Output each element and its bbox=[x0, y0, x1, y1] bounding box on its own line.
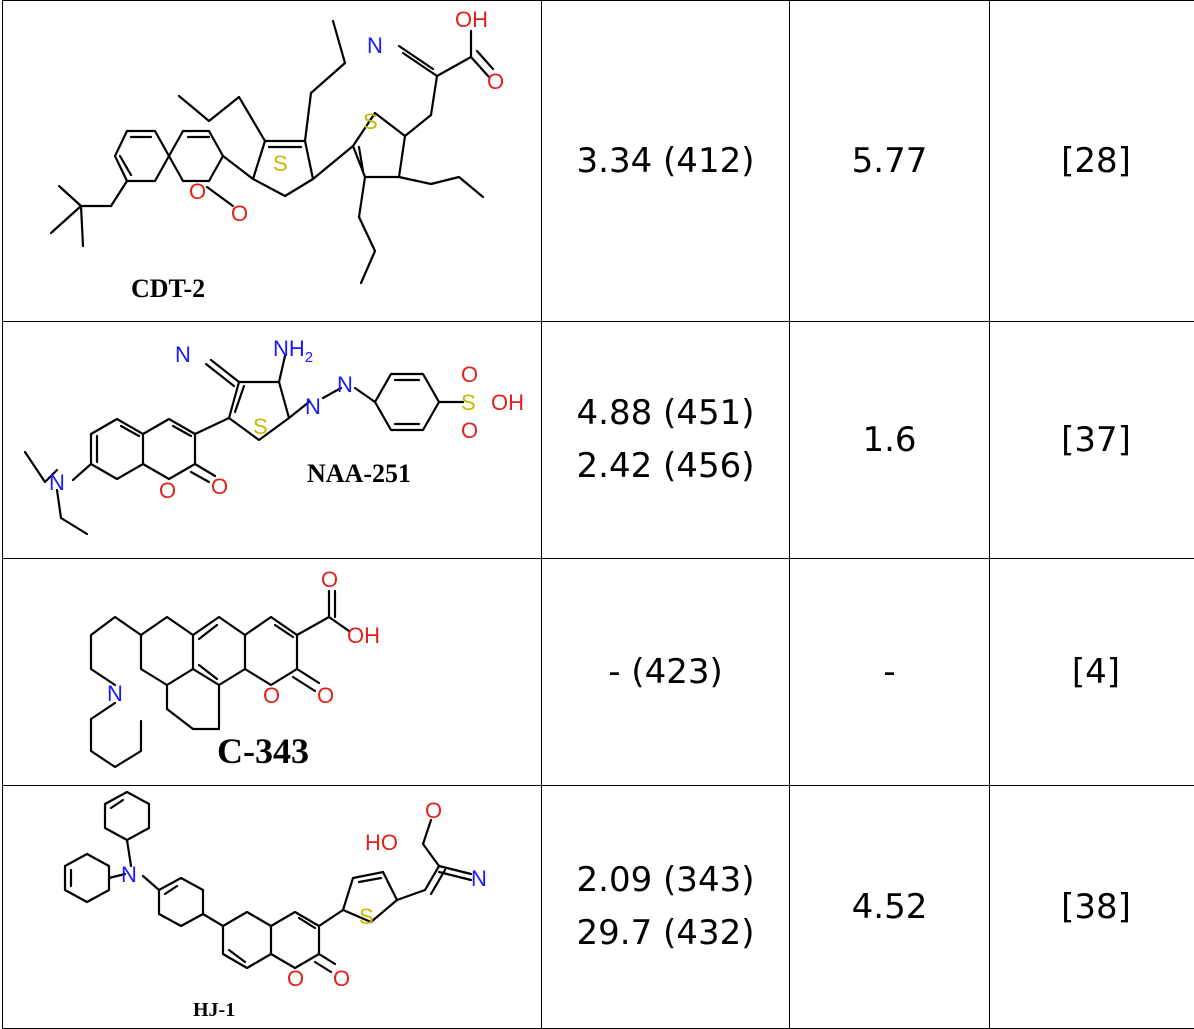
atom-nitrogen: N bbox=[367, 33, 383, 58]
atom-nitrogen: N bbox=[107, 681, 123, 706]
value-line: 4.88 (451) bbox=[542, 387, 789, 440]
atom-oxygen: O bbox=[425, 798, 442, 823]
atom-oxygen: O bbox=[211, 474, 228, 499]
value-line: 29.7 (432) bbox=[542, 907, 789, 960]
compound-label: CDT-2 bbox=[131, 274, 205, 303]
value-cell: 2.09 (343) 29.7 (432) bbox=[542, 786, 790, 1029]
atom-nitrogen: N bbox=[337, 372, 353, 397]
col3-cell: 4.52 bbox=[790, 786, 990, 1029]
atom-oxygen: O bbox=[461, 362, 478, 387]
structure-cell: N NH2 N N S O O OH S N O O NAA-251 bbox=[3, 322, 542, 559]
atom-amine: NH2 bbox=[273, 336, 313, 366]
value-cell: - (423) bbox=[542, 559, 790, 786]
atom-sulfur: S bbox=[253, 414, 268, 439]
compound-label: NAA-251 bbox=[307, 459, 411, 488]
structure-cell: N OH O S S O O CDT-2 bbox=[3, 1, 542, 322]
table-row: N NH2 N N S O O OH S N O O NAA-251 4.88 … bbox=[3, 322, 1194, 559]
compound-label: HJ-1 bbox=[193, 999, 235, 1021]
structure-cell: N HO O N S O O HJ-1 bbox=[3, 786, 542, 1029]
reference-cell: [38] bbox=[990, 786, 1194, 1029]
table-row: O OH O O N C-343 - (423) - [4] bbox=[3, 559, 1194, 786]
atom-nitrogen: N bbox=[471, 866, 487, 891]
value-line: 3.34 (412) bbox=[542, 135, 789, 188]
value-line: - (423) bbox=[542, 646, 789, 699]
structure-c-343: O OH O O N C-343 bbox=[3, 559, 541, 785]
col3-cell: 5.77 bbox=[790, 1, 990, 322]
atom-sulfur: S bbox=[273, 151, 288, 176]
atom-oxygen: O bbox=[333, 966, 350, 991]
reference-cell: [28] bbox=[990, 1, 1194, 322]
atom-hydroxyl: OH bbox=[347, 623, 380, 648]
structure-naa-251: N NH2 N N S O O OH S N O O NAA-251 bbox=[3, 322, 541, 558]
atom-oxygen: O bbox=[317, 683, 334, 708]
atom-sulfur: S bbox=[461, 390, 476, 415]
atom-sulfur: S bbox=[363, 109, 378, 134]
compound-label: C-343 bbox=[217, 731, 309, 771]
structure-cdt-2: N OH O S S O O CDT-2 bbox=[3, 1, 541, 321]
atom-oxygen: O bbox=[231, 201, 248, 226]
structure-cell: O OH O O N C-343 bbox=[3, 559, 542, 786]
atom-nitrogen: N bbox=[175, 342, 191, 367]
atom-oxygen: O bbox=[321, 567, 338, 592]
structure-hj-1: N HO O N S O O HJ-1 bbox=[3, 786, 541, 1028]
atom-oxygen: O bbox=[487, 69, 504, 94]
atom-hydroxyl: HO bbox=[365, 830, 398, 855]
col3-cell: - bbox=[790, 559, 990, 786]
atom-sulfur: S bbox=[359, 904, 374, 929]
atom-nitrogen: N bbox=[121, 862, 137, 887]
value-line: 2.42 (456) bbox=[542, 440, 789, 493]
table-row: N OH O S S O O CDT-2 3.34 (412) 5.77 [28… bbox=[3, 1, 1194, 322]
atom-nitrogen: N bbox=[305, 394, 321, 419]
atom-hydroxyl: OH bbox=[455, 7, 488, 32]
atom-hydroxyl: OH bbox=[491, 390, 524, 415]
atom-nitrogen: N bbox=[49, 470, 65, 495]
atom-oxygen: O bbox=[189, 179, 206, 204]
col3-cell: 1.6 bbox=[790, 322, 990, 559]
value-line: 2.09 (343) bbox=[542, 854, 789, 907]
value-cell: 3.34 (412) bbox=[542, 1, 790, 322]
atom-oxygen: O bbox=[287, 966, 304, 991]
atom-oxygen: O bbox=[461, 418, 478, 443]
atom-oxygen: O bbox=[159, 478, 176, 503]
reference-cell: [37] bbox=[990, 322, 1194, 559]
atom-oxygen: O bbox=[263, 683, 280, 708]
table-row: N HO O N S O O HJ-1 2.09 (343) 29.7 (432… bbox=[3, 786, 1194, 1029]
value-cell: 4.88 (451) 2.42 (456) bbox=[542, 322, 790, 559]
reference-cell: [4] bbox=[990, 559, 1194, 786]
